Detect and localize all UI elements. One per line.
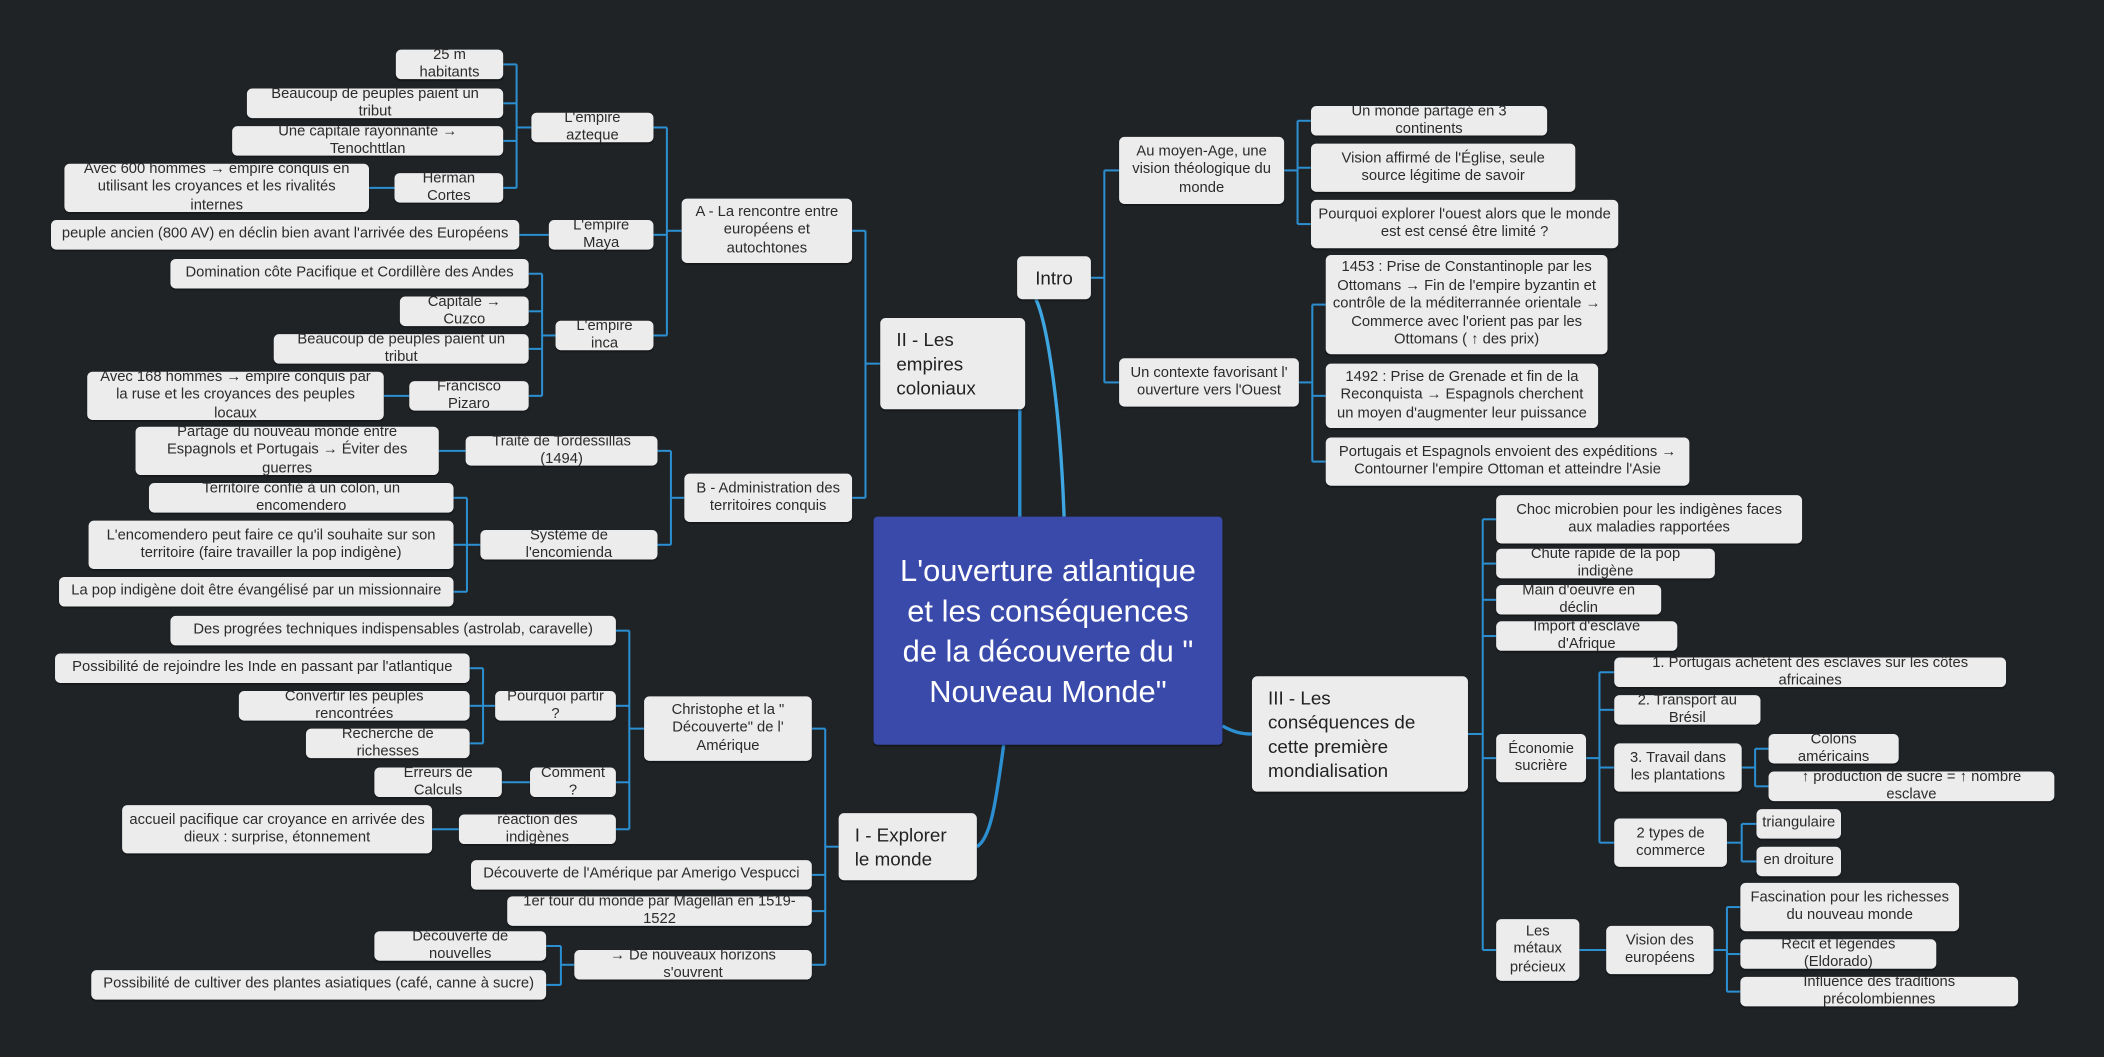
consequence-item-1[interactable]: Choc microbien pour les indigènes faces … (1496, 495, 1803, 544)
commerce-item-1[interactable]: triangulaire (1756, 809, 1841, 839)
encomienda[interactable]: Système de l'encomienda (480, 527, 658, 561)
central-topic[interactable]: L'ouverture atlantique et les conséquenc… (873, 516, 1223, 745)
encomienda-item-3[interactable]: La pop indigène doit être évangélisé par… (59, 576, 454, 607)
empire-azteque[interactable]: L'empire azteque (531, 109, 654, 144)
empire-maya[interactable]: L'empire Maya (548, 217, 654, 251)
topic-consequences[interactable]: III - Les conséquences de cette première… (1251, 676, 1468, 792)
edge-root-partie1 (975, 744, 1006, 849)
pizaro-detail[interactable]: Avec 168 hommes → empire conquis par la … (87, 369, 384, 421)
traite-tordessillas[interactable]: Traité de Tordessillas (1494) (465, 433, 658, 467)
colomb-progres[interactable]: Des progrées techniques indispensables (… (170, 615, 616, 646)
topic-explorer-monde[interactable]: I - Explorer le monde (838, 813, 977, 881)
metaux-precieux[interactable]: Les métaux précieux (1496, 919, 1580, 981)
horizons-item-2[interactable]: Possibilité de cultiver des plantes asia… (91, 970, 547, 1000)
magellan[interactable]: 1er tour du monde par Magellan en 1519-1… (507, 893, 812, 927)
intro-moyen-age-item-2[interactable]: Vision affirmé de l'Église, seule source… (1310, 143, 1576, 192)
encomienda-item-1[interactable]: Territoire confié à un colon, un encomen… (148, 480, 454, 514)
intro-moyen-age-item-3[interactable]: Pourquoi explorer l'ouest alors que le m… (1310, 199, 1619, 249)
consequence-item-2[interactable]: Chute rapide de la pop indigène (1496, 545, 1715, 580)
empires-administration[interactable]: B - Administration des territoires conqu… (684, 473, 853, 522)
encomienda-item-2[interactable]: L'encomendero peut faire ce qu'il souhai… (88, 520, 454, 569)
intro-contexte-item-3[interactable]: Portugais et Espagnols envoient des expé… (1325, 437, 1690, 486)
pourquoi-item-3[interactable]: Recherche de richesses (305, 725, 470, 759)
edge-root-intro (1034, 298, 1066, 517)
comment-item[interactable]: Erreurs de Calculs (374, 764, 502, 798)
nouveaux-horizons[interactable]: → De nouveaux horizons s'ouvrent (574, 947, 812, 981)
vision-item-1[interactable]: Fascination pour les richesses du nouvea… (1740, 882, 1960, 932)
vision-item-3[interactable]: Influence des traditions précolombiennes (1740, 974, 2019, 1008)
azteque-cortes[interactable]: Herman Cortes (394, 170, 504, 204)
pourquoi-item-1[interactable]: Possibilité de rejoindre les Inde en pas… (55, 653, 470, 683)
travail-item-2[interactable]: ↑ production de sucre = ↑ nombre esclave (1768, 768, 2055, 802)
azteque-item-3[interactable]: Une capitale rayonnante → Tenochttlan (232, 123, 504, 157)
empires-rencontre[interactable]: A - La rencontre entre européens et auto… (681, 198, 853, 263)
intro-moyen-age-item-1[interactable]: Un monde partagé en 3 continents (1310, 103, 1548, 137)
vision-europeens[interactable]: Vision des européens (1606, 925, 1714, 975)
inca-item-1[interactable]: Domination côte Pacifique et Cordillère … (170, 258, 529, 289)
inca-item-3[interactable]: Beaucoup de peuples paient un tribut (273, 331, 529, 365)
consequence-item-3[interactable]: Main d'oeuvre en déclin (1496, 582, 1662, 616)
comment[interactable]: Comment ? (530, 764, 616, 798)
pourquoi-partir[interactable]: Pourquoi partir ? (495, 688, 616, 722)
colomb-decouverte[interactable]: Christophe et la " Découverte" de l' Amé… (644, 696, 812, 761)
commerce-item-2[interactable]: en droiture (1756, 846, 1841, 877)
topic-empires-coloniaux[interactable]: II - Les empires coloniaux (880, 318, 1026, 410)
horizons-item-1[interactable]: Découverte de nouvelles (374, 928, 547, 962)
sucre-portugais[interactable]: 1. Portugais achètent des esclaves sur l… (1614, 654, 2007, 688)
sucre-commerce[interactable]: 2 types de commerce (1614, 818, 1727, 867)
azteque-item-1[interactable]: 25 m habitants (395, 46, 504, 81)
maya-item[interactable]: peuple ancien (800 AV) en déclin bien av… (50, 220, 520, 250)
vision-item-2[interactable]: Récit et légendes (Eldorado) (1740, 936, 1937, 970)
azteque-item-2[interactable]: Beaucoup de peuples paient un tribut (246, 85, 504, 119)
economie-sucriere[interactable]: Économie sucrière (1496, 733, 1587, 783)
sucre-travail[interactable]: 3. Travail dans les plantations (1614, 743, 1742, 792)
sucre-transport[interactable]: 2. Transport au Brésil (1614, 692, 1761, 726)
travail-item-1[interactable]: Colons américains (1768, 731, 1899, 765)
empire-inca[interactable]: L'empire inca (555, 317, 654, 352)
traite-item[interactable]: Partage du nouveau monde entre Espagnols… (135, 424, 439, 476)
inca-pizaro[interactable]: Francisco Pizaro (409, 378, 529, 412)
intro-contexte-item-1[interactable]: 1453 : Prise de Constantinople par les O… (1325, 254, 1608, 355)
inca-item-2[interactable]: Capitale → Cuzco (399, 293, 529, 327)
topic-intro[interactable]: Intro (1017, 256, 1091, 300)
vespucci[interactable]: Découverte de l'Amérique par Amerigo Ves… (470, 860, 812, 890)
intro-contexte[interactable]: Un contexte favorisant l' ouverture vers… (1119, 358, 1299, 407)
pourquoi-item-2[interactable]: Convertir les peuples rencontrées (238, 688, 470, 722)
intro-contexte-item-2[interactable]: 1492 : Prise de Grenade et fin de la Rec… (1325, 363, 1599, 429)
cortes-detail[interactable]: Avec 600 hommes → empire conquis en util… (64, 161, 370, 213)
edge-root-partie3 (1221, 724, 1252, 736)
reaction-indigenes[interactable]: réaction des indigènes (458, 811, 616, 845)
reaction-item[interactable]: accueil pacifique car croyance en arrivé… (122, 805, 433, 854)
consequence-item-4[interactable]: Import d'esclave d'Afrique (1496, 618, 1678, 652)
intro-moyen-age[interactable]: Au moyen-Age, une vision théologique du … (1119, 136, 1285, 204)
